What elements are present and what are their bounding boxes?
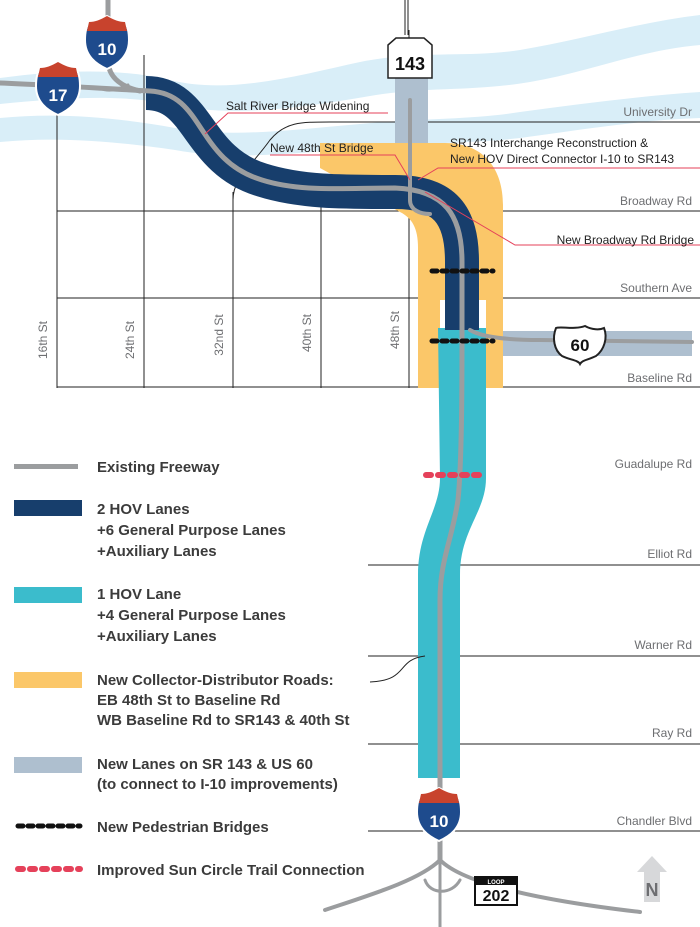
street-label-32nd: 32nd St — [212, 314, 226, 356]
hov1-corridor — [418, 328, 486, 778]
legend-label-hov2-3: +Auxiliary Lanes — [97, 543, 217, 560]
street-label-40th: 40th St — [300, 313, 314, 352]
i10-south-number: 10 — [430, 812, 449, 831]
legend-label-collector-3: WB Baseline Rd to SR143 & 40th St — [97, 712, 350, 729]
callout-salt-river: Salt River Bridge Widening — [226, 99, 369, 113]
street-label-24th: 24th St — [123, 320, 137, 359]
north-arrow: N — [637, 856, 667, 902]
collector-callout-line — [369, 655, 426, 683]
legend-swatch-hov1 — [14, 587, 82, 603]
street-label-ray: Ray Rd — [652, 726, 692, 740]
us60-shield: 60 — [553, 324, 607, 367]
legend-label-existing: Existing Freeway — [97, 459, 220, 476]
callout-sr143-line1: SR143 Interchange Reconstruction & — [450, 136, 648, 150]
street-label-guadalupe: Guadalupe Rd — [615, 457, 692, 471]
pedestrian-bridges — [429, 268, 496, 344]
callout-lines — [204, 112, 700, 246]
callout-new-48th-bridge: New 48th St Bridge — [270, 141, 374, 155]
north-arrow-label: N — [646, 880, 659, 900]
callout-broadway-bridge: New Broadway Rd Bridge — [557, 233, 695, 247]
sr143-number: 143 — [395, 54, 425, 74]
legend-swatch-existing — [14, 464, 78, 469]
sr143-shield: 143 — [387, 37, 433, 79]
loop202-shield: LOOP 202 — [474, 876, 518, 906]
legend-swatch-hov2 — [14, 500, 82, 516]
street-label-chandler: Chandler Blvd — [617, 814, 692, 828]
legend-label-newlanes-1: New Lanes on SR 143 & US 60 — [97, 756, 313, 773]
street-label-university: University Dr — [623, 105, 692, 119]
legend-swatch-collector — [14, 672, 82, 688]
legend-label-newlanes-2: (to connect to I-10 improvements) — [97, 776, 338, 793]
street-label-baseline: Baseline Rd — [627, 371, 692, 385]
legend-label-hov2-2: +6 General Purpose Lanes — [97, 522, 286, 539]
street-label-southern: Southern Ave — [620, 281, 692, 295]
legend-existing-freeway: Existing Freeway — [14, 459, 220, 476]
legend-label-hov1-2: +4 General Purpose Lanes — [97, 607, 286, 624]
street-label-elliot: Elliot Rd — [647, 547, 692, 561]
street-label-warner: Warner Rd — [634, 638, 692, 652]
i10-shield-south: 10 — [415, 786, 463, 843]
us60-number: 60 — [571, 336, 590, 355]
street-label-16th: 16th St — [36, 320, 50, 359]
loop-number: 202 — [483, 888, 510, 905]
legend-label-collector-1: New Collector-Distributor Roads: — [97, 672, 334, 689]
legend-new-lanes: New Lanes on SR 143 & US 60 (to connect … — [14, 756, 338, 793]
legend-label-collector-2: EB 48th St to Baseline Rd — [97, 692, 280, 709]
legend-label-trail: Improved Sun Circle Trail Connection — [97, 862, 365, 879]
street-label-broadway: Broadway Rd — [620, 194, 692, 208]
legend-label-pedestrian: New Pedestrian Bridges — [97, 819, 269, 836]
i10-north-number: 10 — [98, 40, 117, 59]
legend: Existing Freeway 2 HOV Lanes +6 General … — [14, 459, 365, 879]
legend-hov2: 2 HOV Lanes +6 General Purpose Lanes +Au… — [14, 500, 286, 560]
legend-label-hov2-1: 2 HOV Lanes — [97, 501, 190, 518]
legend-hov1: 1 HOV Lane +4 General Purpose Lanes +Aux… — [14, 586, 286, 645]
i17-number: 17 — [49, 86, 68, 105]
legend-label-hov1-3: +Auxiliary Lanes — [97, 628, 217, 645]
legend-pedestrian: New Pedestrian Bridges — [15, 819, 269, 836]
legend-collector: New Collector-Distributor Roads: EB 48th… — [14, 672, 350, 729]
street-labels: University Dr Broadway Rd Southern Ave B… — [36, 105, 692, 828]
legend-trail: Improved Sun Circle Trail Connection — [15, 862, 365, 879]
callout-labels: Salt River Bridge Widening New 48th St B… — [226, 99, 694, 247]
callout-sr143-line2: New HOV Direct Connector I-10 to SR143 — [450, 152, 674, 166]
loop-label: LOOP — [487, 880, 504, 886]
i10-shield-north: 10 — [83, 14, 131, 71]
i17-shield: 17 — [34, 60, 82, 117]
street-label-48th: 48th St — [388, 310, 402, 349]
legend-swatch-new-lanes — [14, 757, 82, 773]
legend-label-hov1-1: 1 HOV Lane — [97, 586, 181, 603]
